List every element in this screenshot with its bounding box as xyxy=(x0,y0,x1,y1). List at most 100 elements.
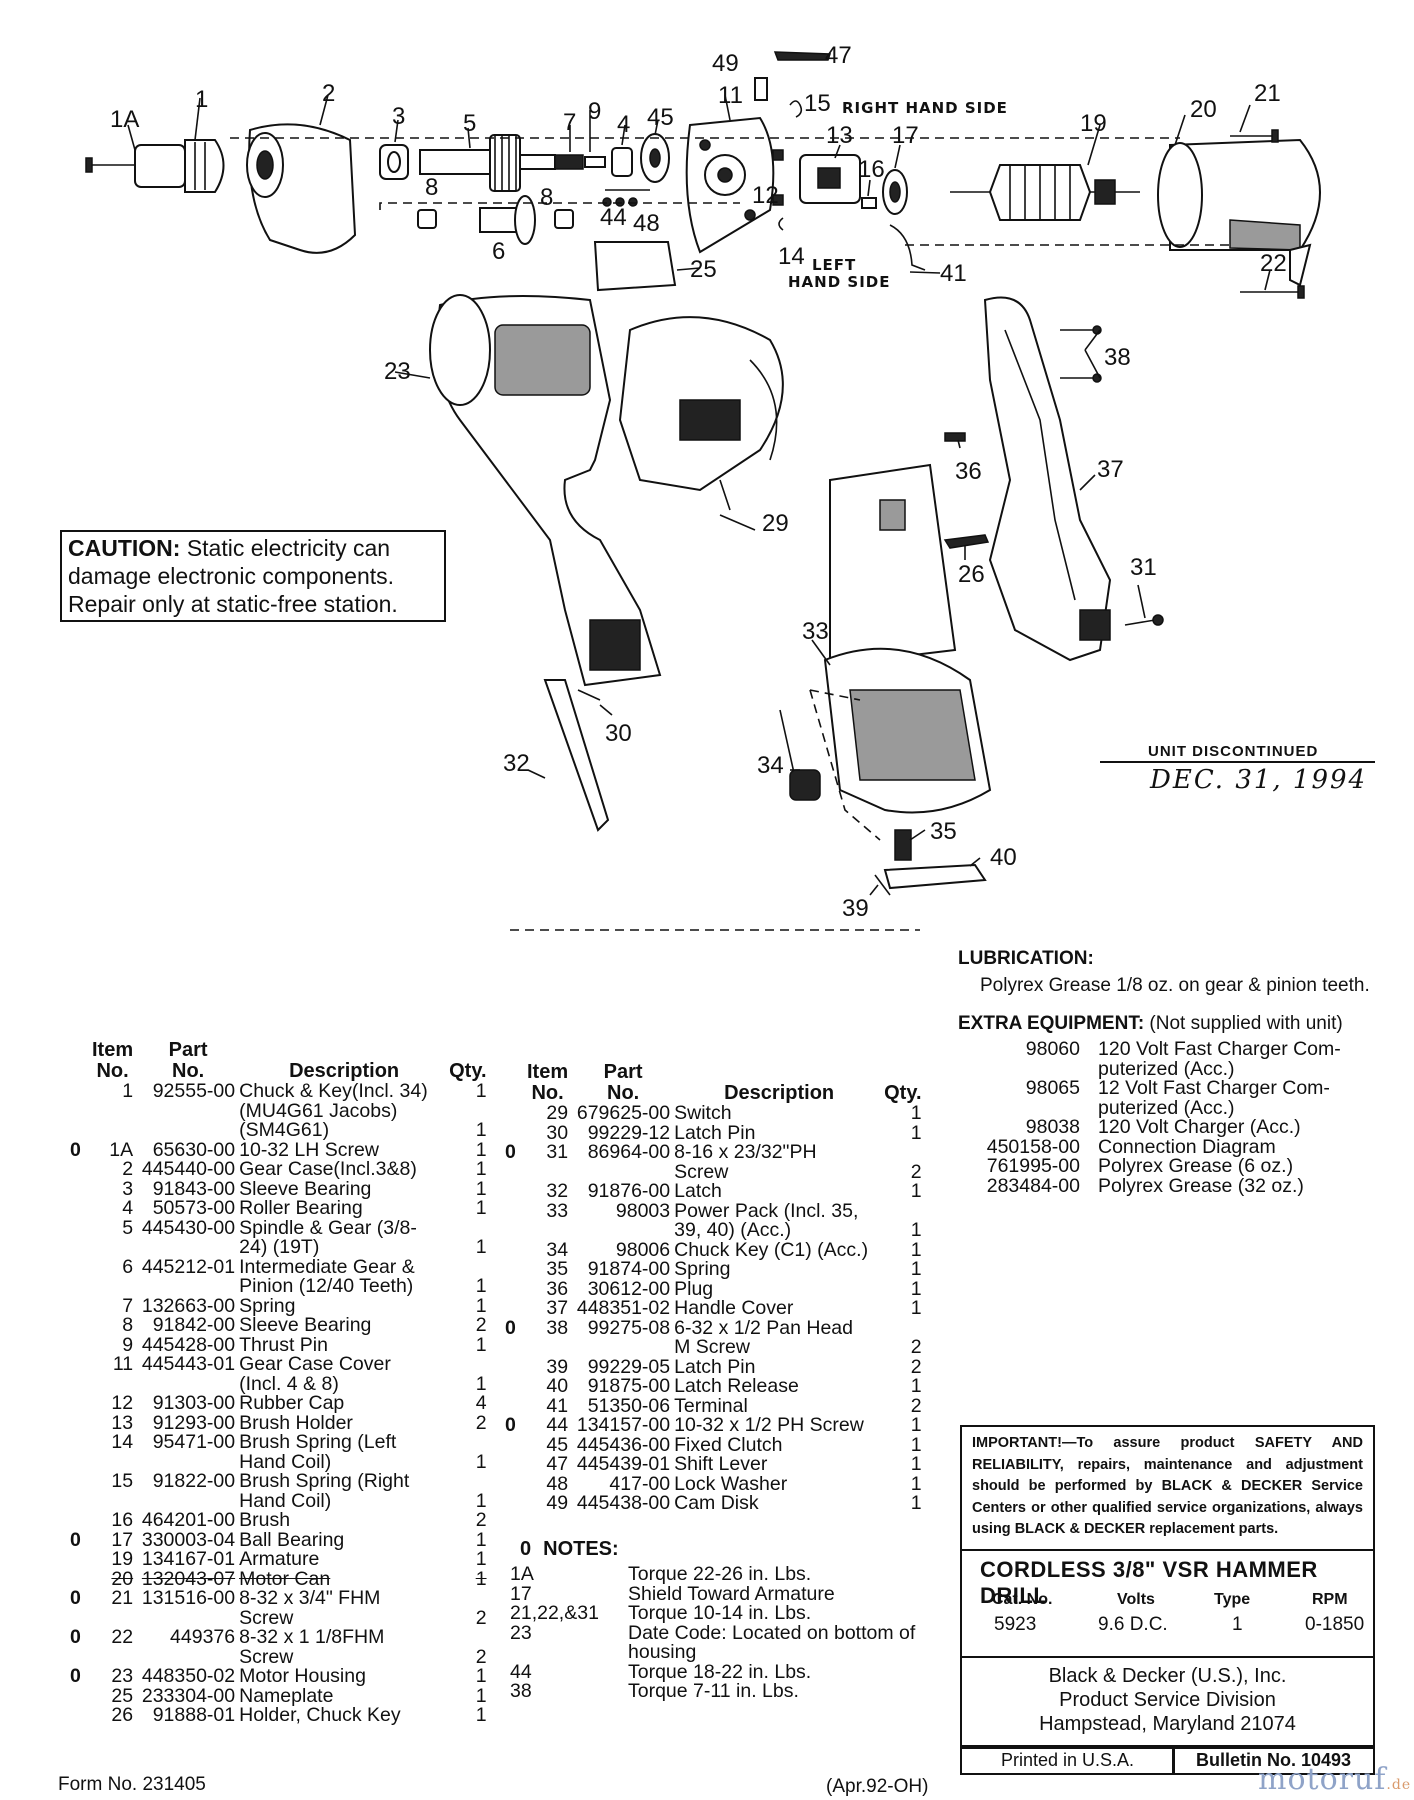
note-text: Date Code: Located on bottom of xyxy=(628,1621,916,1644)
part-number: 330003-04 xyxy=(141,1528,236,1551)
part-number: 91876-00 xyxy=(587,1180,671,1202)
part-quantity xyxy=(449,1355,486,1375)
discontinued-date: DEC. 31, 1994 xyxy=(1150,765,1368,795)
part-description: Screw xyxy=(239,1645,294,1668)
part-4-roller-bearing xyxy=(611,147,633,177)
header-part-no: No. xyxy=(172,1060,205,1082)
part-quantity: 1 xyxy=(475,1275,487,1297)
parts-row: Hand Coil)1 xyxy=(70,1491,486,1512)
part-49-cam-disk xyxy=(754,77,768,101)
parts-row: Hand Coil)1 xyxy=(70,1452,486,1473)
header-qty-r: Qty. xyxy=(884,1082,922,1104)
part-description: Screw xyxy=(674,1160,729,1183)
item-number: 6 xyxy=(122,1255,134,1278)
part-37-handle-cover xyxy=(983,296,1112,662)
part-2-gear-case xyxy=(246,123,357,254)
item-number xyxy=(527,1221,576,1241)
part-description: Spring xyxy=(674,1258,731,1280)
label-21: 21 xyxy=(1254,80,1281,107)
part-number: 91888-01 xyxy=(152,1704,236,1726)
part-quantity: 1 xyxy=(910,1238,922,1261)
torque-note-mark: 0 xyxy=(505,1414,516,1436)
part-description: Power Pack (Incl. 35, xyxy=(674,1199,859,1222)
part-20-motor-can xyxy=(1157,138,1321,287)
part-quantity: 1 xyxy=(475,1080,487,1102)
label-25: 25 xyxy=(690,256,717,283)
caution-box: CAUTION: Static electricity can damage e… xyxy=(60,530,446,622)
part-1a-screw xyxy=(85,157,135,173)
part-quantity: 1 xyxy=(910,1277,922,1300)
torque-note-mark xyxy=(70,1238,92,1258)
part-quantity: 1 xyxy=(475,1236,487,1258)
part-quantity: 1 xyxy=(910,1180,922,1202)
part-39-latch-pin xyxy=(874,874,891,896)
label-15: 15 xyxy=(804,90,831,117)
part-number: 464201-00 xyxy=(141,1509,236,1531)
part-number: 91843-00 xyxy=(152,1177,236,1200)
item-number xyxy=(92,1238,141,1258)
note-text: Shield Toward Armature xyxy=(628,1582,835,1605)
part-number: 99275-08 xyxy=(587,1316,671,1339)
part-description: Pinion (12/40 Teeth) xyxy=(239,1275,414,1297)
part-description: M Screw xyxy=(674,1336,750,1358)
label-14: 14 xyxy=(778,243,805,270)
item-number: 37 xyxy=(546,1297,569,1319)
exploded-parts-diagram xyxy=(85,51,1375,931)
notes-mark: 0 xyxy=(520,1538,532,1560)
caution-title: CAUTION: xyxy=(68,535,181,561)
item-number: 11 xyxy=(112,1353,134,1375)
bulletin-box: Bulletin No. 10493 xyxy=(1172,1745,1375,1775)
hand-side-label: HAND SIDE xyxy=(788,273,891,291)
part-description: Armature xyxy=(239,1548,320,1570)
note-item xyxy=(510,1643,628,1663)
part-description: Sleeve Bearing xyxy=(239,1177,372,1200)
part-quantity: 2 xyxy=(910,1160,922,1183)
item-number: 2 xyxy=(122,1158,134,1180)
part-19-armature xyxy=(950,164,1140,221)
torque-note-mark: 0 xyxy=(505,1141,516,1163)
part-quantity: 1 xyxy=(475,1372,487,1395)
part-quantity: 2 xyxy=(910,1394,922,1417)
part-quantity: 1 xyxy=(475,1158,487,1180)
torque-note-mark xyxy=(70,1550,92,1570)
right-hand-side-label: RIGHT HAND SIDE xyxy=(842,99,1008,117)
item-number: 8 xyxy=(122,1314,134,1336)
part-quantity: 2 xyxy=(475,1509,487,1531)
item-number: 38 xyxy=(546,1316,569,1339)
part-quantity: 1 xyxy=(475,1119,487,1141)
label-45: 45 xyxy=(647,104,674,131)
item-number: 31 xyxy=(546,1141,569,1163)
part-number xyxy=(576,1221,674,1241)
part-description: Gear Case(Incl.3&8) xyxy=(239,1158,417,1180)
note-item: 1A xyxy=(510,1563,534,1585)
part-47-shift-lever xyxy=(773,51,832,61)
part-44-48-screw-washer xyxy=(602,189,650,207)
torque-note-mark: 0 xyxy=(70,1528,81,1551)
part-14-brush-spring-left xyxy=(778,217,784,231)
torque-note-mark xyxy=(70,1375,92,1395)
item-number: 16 xyxy=(111,1509,134,1531)
torque-note-mark xyxy=(70,1297,92,1317)
label-8a: 8 xyxy=(425,174,439,201)
torque-note-mark xyxy=(70,1492,92,1512)
part-description: Chuck Key (C1) (Acc.) xyxy=(674,1238,869,1261)
form-number: Form No. 231405 xyxy=(58,1774,206,1795)
torque-note-mark xyxy=(505,1280,527,1300)
label-35: 35 xyxy=(930,818,957,845)
